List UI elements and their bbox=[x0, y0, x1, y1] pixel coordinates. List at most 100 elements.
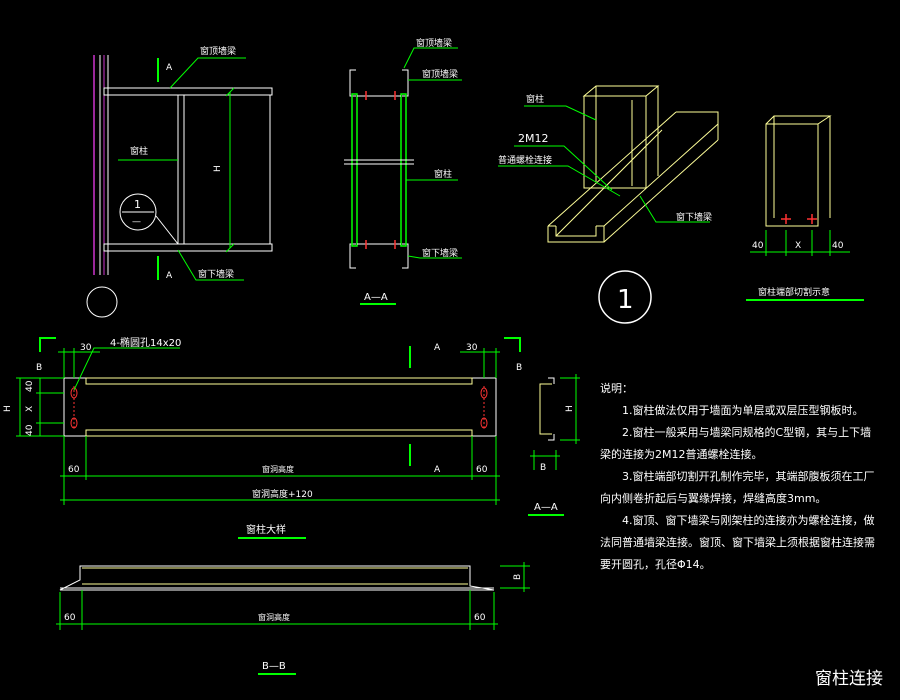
detail-dim-60-left: 60 bbox=[68, 465, 80, 475]
leader-line bbox=[498, 165, 621, 197]
cut-label-a-bottom: A bbox=[166, 271, 173, 281]
leader-line bbox=[169, 57, 246, 89]
small-aa-title: A—A bbox=[534, 502, 558, 513]
column-plate bbox=[63, 377, 497, 437]
aa-label-top-beam: 窗顶墙梁 bbox=[416, 37, 452, 49]
iso-label-bolt-connection: 普通螺栓连接 bbox=[498, 154, 552, 166]
detail-dim-30-left: 30 bbox=[80, 343, 92, 353]
dim-tick bbox=[225, 243, 235, 253]
iso-beam-end bbox=[547, 226, 605, 243]
iso-view bbox=[547, 85, 719, 243]
cut-mark-b bbox=[39, 337, 56, 352]
end-dim-40-right: 40 bbox=[832, 241, 844, 251]
leader-line bbox=[524, 105, 597, 121]
leader-line bbox=[639, 195, 710, 223]
note-item-4: 4.窗顶、窗下墙梁与刚架柱的连接亦为螺栓连接，做法同普通墙梁连接。窗顶、窗下墙梁… bbox=[600, 514, 875, 571]
detail-sub: — bbox=[132, 217, 141, 227]
iso-beam-edge bbox=[555, 129, 663, 237]
bb-opening-height: 窗洞高度 bbox=[258, 612, 290, 622]
end-title: 窗柱端部切割示意 bbox=[758, 286, 830, 298]
column-flange-strip bbox=[85, 377, 473, 385]
leader-line bbox=[514, 145, 613, 191]
iso-column-front bbox=[583, 95, 647, 189]
detail-cut-a-bottom: A bbox=[434, 465, 441, 475]
bb-title: B—B bbox=[262, 661, 286, 672]
notes-heading: 说明： bbox=[600, 382, 633, 395]
cut-label-a-top: A bbox=[166, 63, 173, 73]
detail-cut-a-top: A bbox=[434, 343, 441, 353]
c-section-top bbox=[402, 69, 409, 97]
iso-label-column: 窗柱 bbox=[526, 93, 544, 105]
bottom-beam bbox=[103, 243, 273, 252]
sheet-title: 窗柱连接 bbox=[815, 669, 883, 689]
detail-dim-30-right: 30 bbox=[466, 343, 478, 353]
c-section-bottom bbox=[349, 243, 356, 269]
c-section-lip bbox=[548, 377, 555, 384]
iso-column-top bbox=[582, 85, 660, 97]
iso-label-bottom-beam: 窗下墙梁 bbox=[676, 211, 712, 223]
c-section-bottom bbox=[402, 243, 409, 269]
detail-dim-x: X bbox=[25, 406, 35, 412]
c-section-top bbox=[349, 69, 356, 97]
slot-hole bbox=[480, 387, 488, 399]
detail-number: 1 bbox=[134, 198, 141, 211]
column-flange bbox=[400, 93, 407, 247]
bb-dim-60-left: 60 bbox=[64, 613, 76, 623]
note-item-2: 2.窗柱一般采用与墙梁同规格的C型钢，其与上下墙梁的连接为2M12普通螺栓连接。 bbox=[600, 426, 872, 461]
detail-circle bbox=[598, 270, 652, 324]
c-section-profile bbox=[539, 383, 552, 435]
column-end-view: 40 X 40 窗柱端部切割示意 bbox=[746, 115, 864, 301]
aa-label-bottom-beam: 窗下墙梁 bbox=[422, 247, 458, 259]
c-section-lip bbox=[548, 434, 555, 441]
iso-beam-edge bbox=[603, 123, 719, 227]
aa-label-window-column: 窗柱 bbox=[434, 168, 452, 180]
elevation-view: A A 窗顶墙梁 窗柱 窗下墙梁 H 1 — bbox=[86, 45, 273, 318]
iso-labels: 窗柱 2M12 普通螺栓连接 窗下墙梁 1 bbox=[498, 93, 712, 324]
leader-line bbox=[407, 255, 462, 259]
detail-dim-60-right: 60 bbox=[476, 465, 488, 475]
window-column bbox=[177, 94, 185, 245]
dim-tick bbox=[225, 87, 235, 97]
notes-block: 说明： 1.窗柱做法仅用于墙面为单层或双层压型钢板时。 2.窗柱一般采用与墙梁同… bbox=[600, 378, 880, 576]
leader-line bbox=[73, 347, 180, 391]
iso-beam-end bbox=[555, 226, 597, 237]
note-item-3: 3.窗柱端部切割开孔制作完毕，其端部腹板须在工厂向内侧卷折起后与翼缘焊接，焊缝高… bbox=[600, 470, 875, 505]
detail-cut-b-left: B bbox=[36, 363, 42, 373]
section-aa-view: 窗顶墙梁 窗顶墙梁 窗柱 窗下墙梁 A—A bbox=[344, 37, 462, 305]
detail-title: 窗柱大样 bbox=[246, 523, 286, 536]
detail-dim-40-bottom: 40 bbox=[25, 424, 35, 436]
detail-dim-h: H bbox=[3, 405, 13, 412]
leader-line bbox=[403, 47, 458, 69]
small-dim-h: H bbox=[565, 405, 575, 412]
cut-mark-b bbox=[504, 337, 521, 352]
aa-label-top-beam-2: 窗顶墙梁 bbox=[422, 68, 458, 80]
iso-detail-number: 1 bbox=[617, 285, 634, 315]
frame-column-circle bbox=[86, 286, 118, 318]
end-column-front bbox=[765, 123, 819, 227]
end-dim-x: X bbox=[795, 241, 801, 251]
bb-dim-60-right: 60 bbox=[474, 613, 486, 623]
label-window-column: 窗柱 bbox=[130, 145, 148, 157]
end-column-top bbox=[765, 115, 832, 125]
bb-dim-b: B bbox=[513, 574, 523, 580]
label-top-beam: 窗顶墙梁 bbox=[200, 45, 236, 57]
iso-beam-edge bbox=[603, 139, 719, 243]
iso-beam-edge bbox=[547, 111, 677, 227]
iso-label-bolts: 2M12 bbox=[518, 132, 549, 145]
detail-leader bbox=[155, 215, 179, 245]
column-detail-view: B B A A 30 30 4-椭圆孔14x20 H bbox=[3, 336, 522, 539]
detail-opening-height-plus: 窗洞高度+120 bbox=[252, 488, 313, 500]
small-dim-b: B bbox=[540, 463, 546, 473]
detail-callout-circle bbox=[119, 193, 157, 231]
detail-holes-label: 4-椭圆孔14x20 bbox=[110, 336, 181, 349]
top-beam bbox=[103, 87, 273, 96]
label-bottom-beam: 窗下墙梁 bbox=[198, 268, 234, 280]
leader-line bbox=[177, 249, 244, 281]
aa-title: A—A bbox=[364, 292, 388, 303]
bb-outline bbox=[59, 565, 495, 591]
note-item-1: 1.窗柱做法仅用于墙面为单层或双层压型钢板时。 bbox=[622, 404, 864, 417]
detail-dim-40-top: 40 bbox=[25, 380, 35, 392]
end-dim-40-left: 40 bbox=[752, 241, 764, 251]
column-flange-strip bbox=[85, 429, 473, 437]
